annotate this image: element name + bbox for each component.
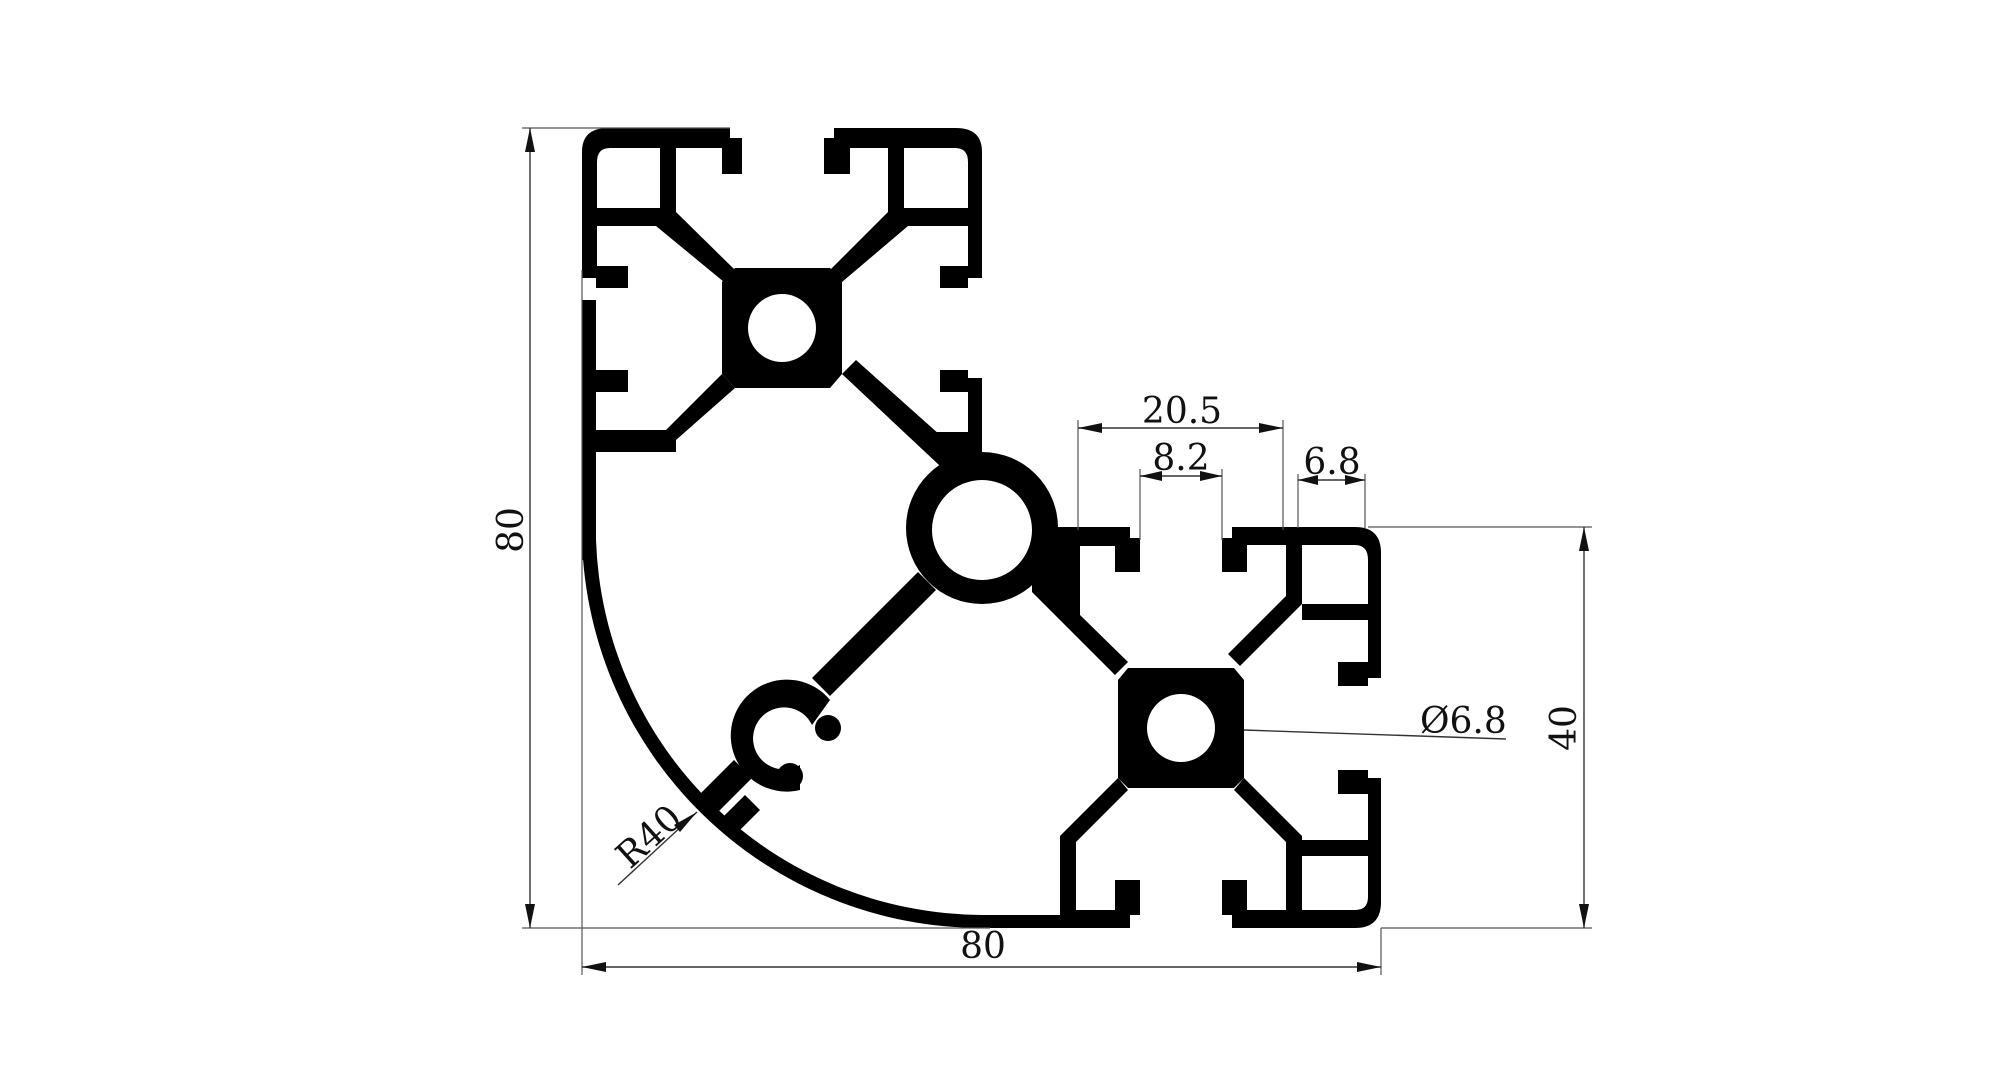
dim-module-height: 40: [1368, 526, 1592, 929]
dim-corner-radius: R40: [609, 797, 698, 886]
dim-overall-width-label: 80: [960, 926, 1006, 967]
dim-core-hole-label: Ø6.8: [1420, 701, 1507, 742]
core-hole-top: [748, 294, 816, 362]
dim-overall-height: 80: [491, 127, 990, 929]
extrusion-profile: [582, 128, 1381, 929]
dim-slot-pitch-label: 20.5: [1142, 391, 1222, 432]
dim-slot-opening: 8.2: [1139, 438, 1223, 540]
dim-slot-pitch: 20.5: [1077, 391, 1284, 530]
bottom-module: [982, 527, 1381, 928]
dim-corner-radius-label: R40: [609, 797, 691, 876]
top-module: [582, 128, 982, 560]
dim-core-hole: Ø6.8: [1243, 701, 1507, 742]
c-hole-connector: [694, 679, 841, 835]
dim-slot-lip-label: 6.8: [1303, 442, 1360, 483]
dim-slot-lip: 6.8: [1297, 442, 1366, 528]
dim-overall-height-label: 80: [491, 507, 532, 553]
center-hole: [932, 480, 1032, 580]
dim-slot-opening-label: 8.2: [1152, 438, 1209, 479]
dim-module-height-label: 40: [1544, 705, 1585, 751]
core-hole-bottom: [1147, 694, 1215, 762]
dim-overall-width: 80: [581, 270, 1382, 975]
